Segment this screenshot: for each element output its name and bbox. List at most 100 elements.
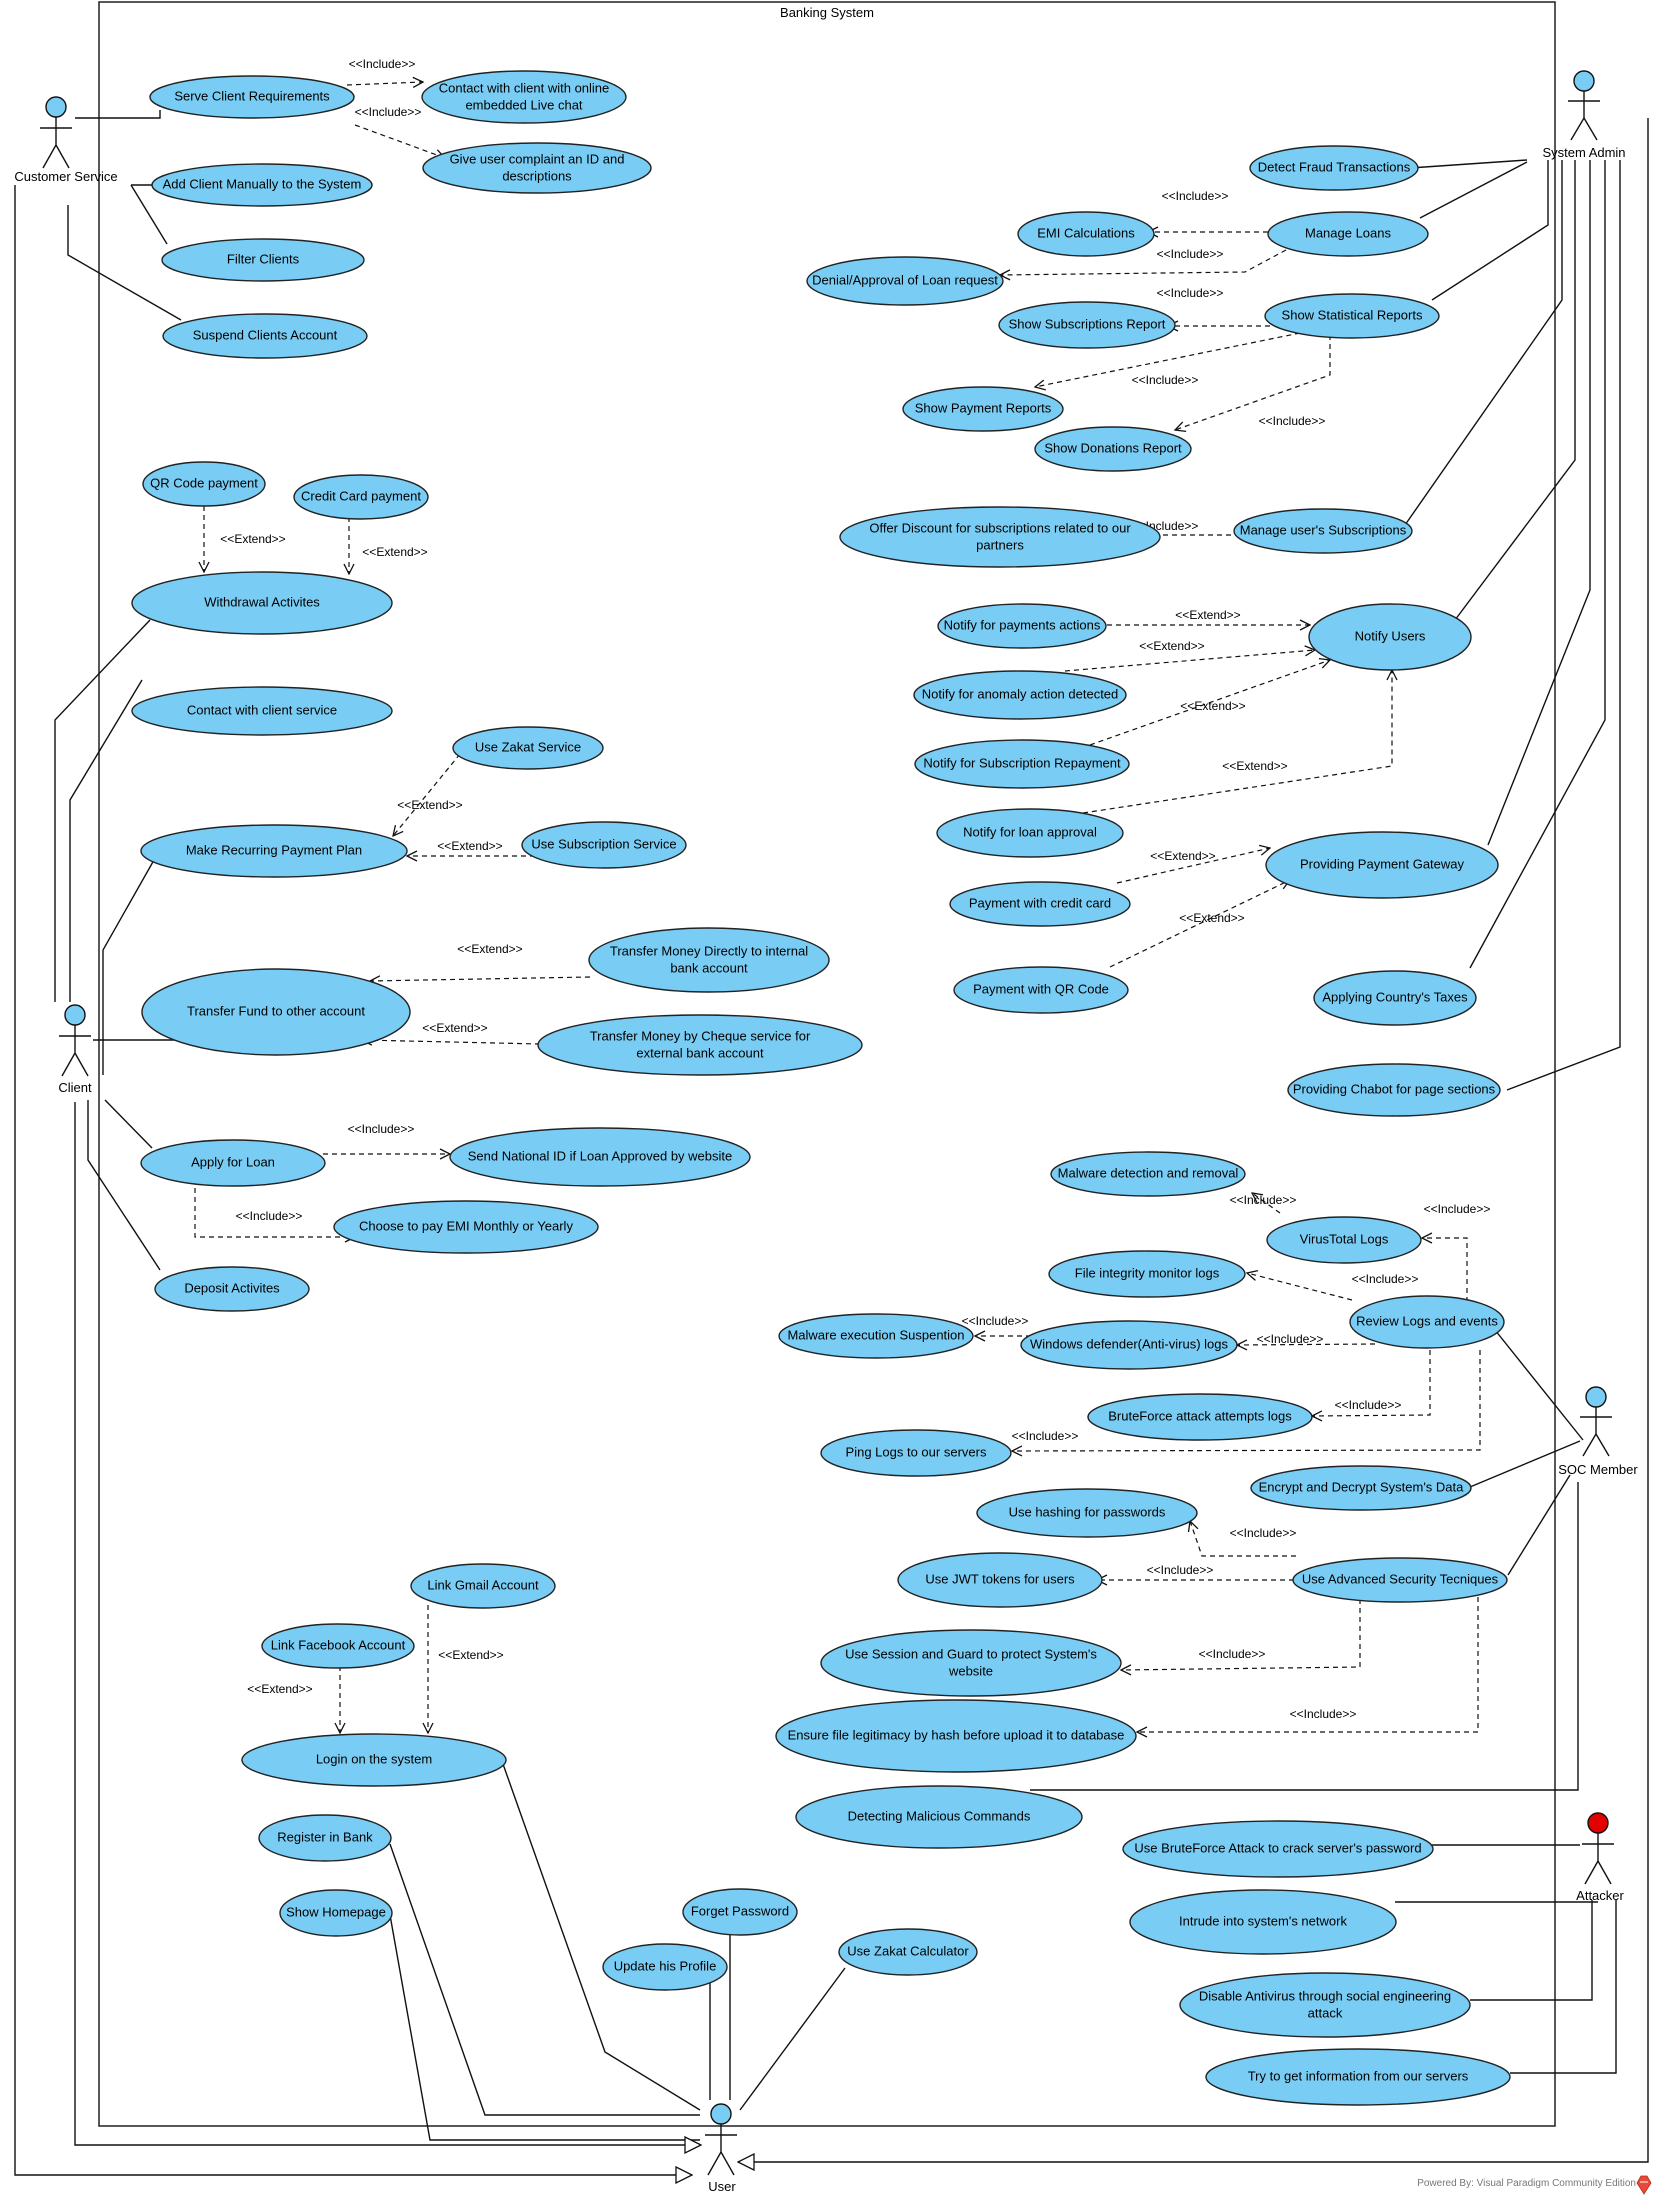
usecase-ping-logs[interactable]: Ping Logs to our servers bbox=[820, 1429, 1012, 1477]
actor-soc-member[interactable]: SOC Member bbox=[1558, 1386, 1638, 1477]
usecase-payment-qr-code[interactable]: Payment with QR Code bbox=[953, 966, 1129, 1014]
usecase-notify-anomaly[interactable]: Notify for anomaly action detected bbox=[913, 670, 1127, 720]
usecase-update-profile[interactable]: Update his Profile bbox=[602, 1943, 728, 1991]
actor-customer-service[interactable]: Customer Service bbox=[14, 96, 118, 184]
usecase-notify-loan[interactable]: Notify for loan approval bbox=[936, 808, 1124, 858]
usecase-use-zakat-service[interactable]: Use Zakat Service bbox=[452, 726, 604, 770]
actor-system-admin[interactable]: System Admin bbox=[1542, 70, 1626, 160]
extend-label: <<Extend>> bbox=[1139, 639, 1204, 653]
usecase-session-guard[interactable]: Use Session and Guard to protect System'… bbox=[820, 1629, 1122, 1697]
usecase-link-gmail[interactable]: Link Gmail Account bbox=[410, 1563, 556, 1609]
usecase-payment-gateway[interactable]: Providing Payment Gateway bbox=[1265, 831, 1499, 899]
usecase-apply-for-loan[interactable]: Apply for Loan bbox=[140, 1139, 326, 1187]
usecase-manage-loans[interactable]: Manage Loans bbox=[1267, 211, 1429, 257]
usecase-manage-subscriptions[interactable]: Manage user's Subscriptions bbox=[1233, 508, 1413, 554]
svg-text:Forget Password: Forget Password bbox=[691, 1903, 789, 1918]
usecase-show-homepage[interactable]: Show Homepage bbox=[279, 1889, 393, 1937]
usecase-statistical-reports[interactable]: Show Statistical Reports bbox=[1264, 293, 1440, 339]
usecase-choose-emi[interactable]: Choose to pay EMI Monthly or Yearly bbox=[333, 1200, 599, 1254]
usecase-virustotal-logs[interactable]: VirusTotal Logs bbox=[1266, 1216, 1422, 1264]
usecase-register[interactable]: Register in Bank bbox=[258, 1814, 392, 1862]
usecase-notify-users[interactable]: Notify Users bbox=[1308, 603, 1472, 671]
svg-text:descriptions: descriptions bbox=[502, 168, 572, 183]
include-label: <<Include>> bbox=[1162, 189, 1229, 203]
include-label: <<Include>> bbox=[348, 1122, 415, 1136]
usecase-advanced-security[interactable]: Use Advanced Security Tecniques bbox=[1292, 1557, 1508, 1603]
usecase-recurring-payment-plan[interactable]: Make Recurring Payment Plan bbox=[140, 824, 408, 878]
usecase-serve-client-requirements[interactable]: Serve Client Requirements bbox=[149, 75, 355, 119]
usecase-get-information[interactable]: Try to get information from our servers bbox=[1205, 2048, 1511, 2106]
usecase-withdrawal-activities[interactable]: Withdrawal Activites bbox=[131, 571, 393, 635]
usecase-review-logs[interactable]: Review Logs and events bbox=[1349, 1295, 1505, 1349]
usecase-send-national-id[interactable]: Send National ID if Loan Approved by web… bbox=[449, 1127, 751, 1187]
usecase-add-client-manually[interactable]: Add Client Manually to the System bbox=[151, 163, 373, 207]
usecase-transfer-cheque[interactable]: Transfer Money by Cheque service for ext… bbox=[537, 1014, 863, 1076]
svg-text:Use Subscription Service: Use Subscription Service bbox=[531, 836, 676, 851]
svg-text:Use Advanced Security Tecnique: Use Advanced Security Tecniques bbox=[1302, 1571, 1499, 1586]
extend-label: <<Extend>> bbox=[437, 839, 502, 853]
svg-text:website: website bbox=[948, 1663, 993, 1678]
extend-label: <<Extend>> bbox=[1150, 849, 1215, 863]
usecase-suspend-clients-account[interactable]: Suspend Clients Account bbox=[162, 313, 368, 359]
stereotype-labels: <<Include>> <<Include>> <<Extend>> <<Ext… bbox=[220, 57, 1490, 1721]
generalizations bbox=[14, 118, 1649, 2175]
usecase-file-legitimacy[interactable]: Ensure file legitimacy by hash before up… bbox=[775, 1699, 1137, 1773]
usecase-malware-detection[interactable]: Malware detection and removal bbox=[1050, 1151, 1246, 1197]
usecase-detect-fraud[interactable]: Detect Fraud Transactions bbox=[1249, 145, 1419, 191]
usecase-login[interactable]: Login on the system bbox=[241, 1733, 507, 1787]
system-title: Banking System bbox=[780, 5, 874, 20]
usecase-loan-decision[interactable]: Denial/Approval of Loan request bbox=[806, 256, 1004, 306]
svg-text:Show Homepage: Show Homepage bbox=[286, 1904, 386, 1919]
usecase-chatbot[interactable]: Providing Chabot for page sections bbox=[1287, 1063, 1501, 1117]
usecase-payment-reports[interactable]: Show Payment Reports bbox=[902, 386, 1064, 432]
usecase-intrude-network[interactable]: Intrude into system's network bbox=[1129, 1889, 1397, 1955]
svg-text:Disable Antivirus through soci: Disable Antivirus through social enginee… bbox=[1199, 1988, 1451, 2003]
svg-text:Review Logs and events: Review Logs and events bbox=[1356, 1313, 1498, 1328]
actor-user[interactable]: User bbox=[705, 2103, 737, 2194]
usecase-transfer-internal[interactable]: Transfer Money Directly to internal bank… bbox=[588, 927, 830, 993]
actor-client[interactable]: Client bbox=[58, 1004, 92, 1095]
usecase-notify-subscription[interactable]: Notify for Subscription Repayment bbox=[914, 739, 1130, 789]
usecase-hashing-passwords[interactable]: Use hashing for passwords bbox=[976, 1488, 1198, 1538]
include-label: <<Include>> bbox=[962, 1314, 1029, 1328]
usecase-credit-card-payment[interactable]: Credit Card payment bbox=[293, 474, 429, 520]
usecase-give-complaint-id[interactable]: Give user complaint an ID and descriptio… bbox=[422, 142, 652, 194]
usecase-bruteforce-attack[interactable]: Use BruteForce Attack to crack server's … bbox=[1122, 1820, 1434, 1878]
usecase-offer-discount[interactable]: Offer Discount for subscriptions related… bbox=[839, 506, 1161, 568]
usecase-notify-payments[interactable]: Notify for payments actions bbox=[937, 603, 1107, 649]
actor-label: SOC Member bbox=[1558, 1462, 1638, 1477]
usecase-malicious-commands[interactable]: Detecting Malicious Commands bbox=[795, 1785, 1083, 1849]
usecase-contact-client-service[interactable]: Contact with client service bbox=[131, 686, 393, 736]
usecase-use-subscription-service[interactable]: Use Subscription Service bbox=[521, 821, 687, 869]
svg-text:Show Payment Reports: Show Payment Reports bbox=[915, 400, 1052, 415]
usecase-file-integrity-logs[interactable]: File integrity monitor logs bbox=[1048, 1250, 1246, 1298]
usecase-bruteforce-logs[interactable]: BruteForce attack attempts logs bbox=[1087, 1393, 1313, 1441]
usecase-contact-live-chat[interactable]: Contact with client with online embedded… bbox=[421, 70, 627, 124]
svg-text:Transfer Money by Cheque servi: Transfer Money by Cheque service for bbox=[590, 1028, 811, 1043]
usecase-country-taxes[interactable]: Applying Country's Taxes bbox=[1313, 970, 1477, 1026]
usecase-qr-code-payment[interactable]: QR Code payment bbox=[142, 461, 266, 507]
usecase-transfer-fund[interactable]: Transfer Fund to other account bbox=[141, 968, 411, 1056]
usecase-forget-password[interactable]: Forget Password bbox=[682, 1888, 798, 1936]
usecase-disable-antivirus[interactable]: Disable Antivirus through social enginee… bbox=[1179, 1972, 1471, 2038]
svg-text:Intrude into system's network: Intrude into system's network bbox=[1179, 1913, 1347, 1928]
usecase-emi-calculations[interactable]: EMI Calculations bbox=[1017, 211, 1155, 257]
usecase-deposit-activities[interactable]: Deposit Activites bbox=[154, 1266, 310, 1312]
usecase-filter-clients[interactable]: Filter Clients bbox=[161, 238, 365, 282]
extend-label: <<Extend>> bbox=[1175, 608, 1240, 622]
usecase-malware-suspension[interactable]: Malware execution Suspention bbox=[778, 1313, 974, 1359]
include-label: <<Include>> bbox=[1230, 1193, 1297, 1207]
usecase-zakat-calculator[interactable]: Use Zakat Calculator bbox=[838, 1928, 978, 1976]
usecase-defender-logs[interactable]: Windows defender(Anti-virus) logs bbox=[1020, 1320, 1238, 1370]
usecase-link-facebook[interactable]: Link Facebook Account bbox=[261, 1623, 415, 1669]
usecase-donations-report[interactable]: Show Donations Report bbox=[1034, 426, 1192, 472]
actor-attacker[interactable]: Attacker bbox=[1576, 1812, 1625, 1903]
usecase-subscriptions-report[interactable]: Show Subscriptions Report bbox=[998, 301, 1176, 349]
usecase-encrypt-data[interactable]: Encrypt and Decrypt System's Data bbox=[1250, 1465, 1472, 1511]
include-label: <<Include>> bbox=[1132, 373, 1199, 387]
stick-figure-icon bbox=[1582, 1833, 1614, 1885]
include-label: <<Include>> bbox=[1290, 1707, 1357, 1721]
usecase-jwt-tokens[interactable]: Use JWT tokens for users bbox=[897, 1552, 1103, 1608]
usecase-payment-credit-card[interactable]: Payment with credit card bbox=[949, 881, 1131, 927]
include-label: <<Include>> bbox=[1157, 286, 1224, 300]
